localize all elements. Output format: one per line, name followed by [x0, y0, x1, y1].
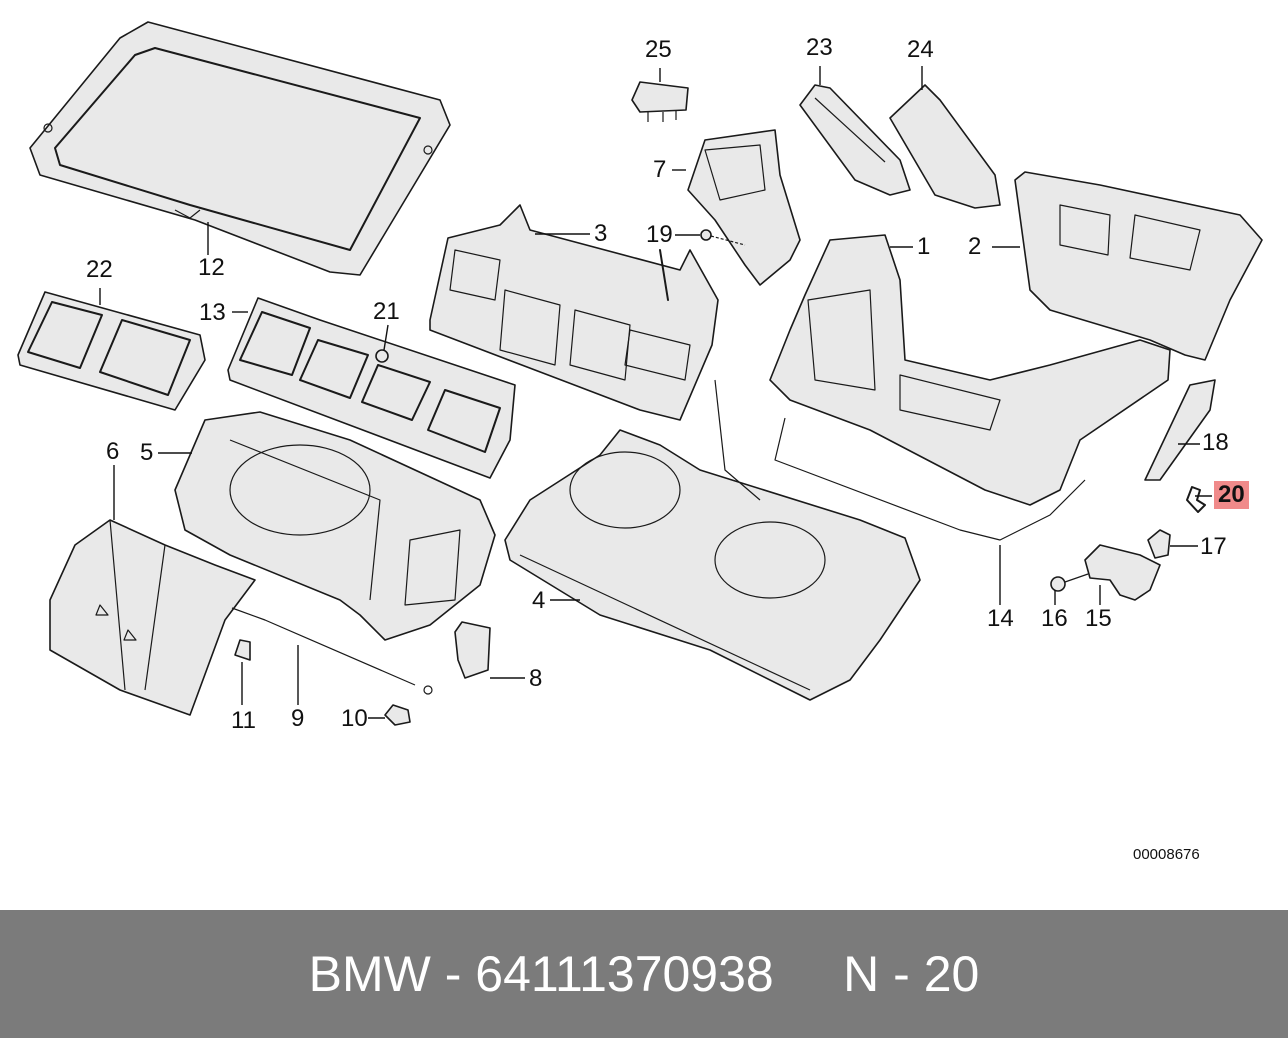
part-13-intake-grille [227, 297, 516, 479]
part-20-clip [1186, 486, 1206, 513]
label-10[interactable]: 10 [341, 705, 368, 732]
label-16[interactable]: 16 [1041, 605, 1068, 632]
part-5-blower-housing [174, 411, 496, 641]
label-19[interactable]: 19 [646, 221, 673, 248]
part-6-blower-cover [49, 519, 256, 716]
part-11-clip [234, 639, 251, 661]
part-7-duct [687, 129, 801, 286]
label-7[interactable]: 7 [653, 156, 667, 183]
part-10-clip [384, 704, 411, 726]
part-12-frame-seal [29, 21, 451, 276]
footer-part-number: BMW - 64111370938 N - 20 [308, 946, 980, 1002]
label-2[interactable]: 2 [968, 233, 982, 260]
parts-diagram: 12 22 13 21 3 7 19 25 23 24 1 2 18 20 17… [17, 21, 1263, 863]
part-18-strip [1144, 379, 1216, 481]
label-13[interactable]: 13 [199, 299, 226, 326]
part-17-clip [1147, 529, 1171, 559]
leader-lines [99, 66, 1212, 719]
part-2-upper-case [1014, 171, 1263, 361]
part-1-main-housing [769, 234, 1171, 506]
part-23-cover [799, 84, 911, 196]
part-4-lower-housing [504, 379, 921, 701]
part-15-bracket [1084, 544, 1161, 601]
label-17[interactable]: 17 [1200, 533, 1227, 560]
label-9[interactable]: 9 [291, 705, 305, 732]
label-15[interactable]: 15 [1085, 605, 1112, 632]
label-6[interactable]: 6 [106, 438, 120, 465]
part-24-plate [889, 84, 1001, 209]
part-21-clip [375, 349, 389, 363]
label-21[interactable]: 21 [373, 298, 400, 325]
part-8-flap [454, 621, 491, 679]
label-22[interactable]: 22 [86, 256, 113, 283]
label-8[interactable]: 8 [529, 665, 543, 692]
part-3-upper-housing [429, 204, 719, 421]
part-9-cable [231, 607, 433, 695]
part-14-wire [774, 417, 1086, 541]
label-24[interactable]: 24 [907, 36, 934, 63]
label-20-highlighted[interactable]: 20 [1214, 481, 1249, 509]
label-4[interactable]: 4 [532, 587, 546, 614]
label-18[interactable]: 18 [1202, 429, 1229, 456]
label-25[interactable]: 25 [645, 36, 672, 63]
label-14[interactable]: 14 [987, 605, 1014, 632]
part-19-screw [700, 229, 746, 246]
part-16-screw [1050, 573, 1089, 592]
label-3[interactable]: 3 [594, 220, 608, 247]
label-11[interactable]: 11 [231, 707, 256, 734]
label-5[interactable]: 5 [140, 439, 154, 466]
parts-drawing [17, 21, 1263, 726]
label-1[interactable]: 1 [917, 233, 931, 260]
label-12[interactable]: 12 [198, 254, 225, 281]
reference-code: 00008676 [1133, 846, 1200, 863]
footer-bar: BMW - 64111370938 N - 20 [0, 910, 1288, 1038]
part-22-filter-housing [17, 291, 206, 411]
part-25-switch [631, 81, 689, 122]
label-23[interactable]: 23 [806, 34, 833, 61]
